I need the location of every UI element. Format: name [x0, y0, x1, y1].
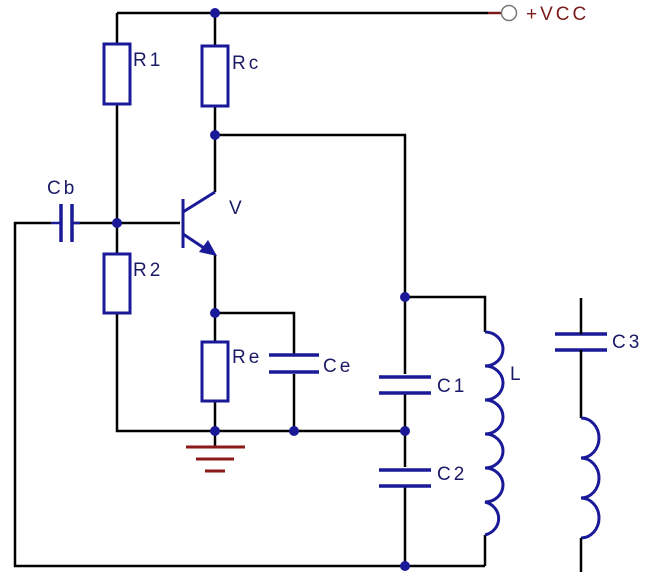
feedback-loop — [13, 221, 485, 568]
re-resistor — [200, 340, 230, 403]
cb-capacitor — [51, 204, 80, 242]
cb-label: Cb — [47, 178, 77, 199]
re-label: Re — [232, 347, 262, 368]
r2-bottom-lead — [115, 313, 405, 433]
c3-label: C3 — [612, 332, 642, 353]
v-label: V — [229, 198, 245, 219]
npn-transistor-icon — [181, 190, 217, 256]
c1-capacitor — [379, 375, 431, 395]
c1-label: C1 — [437, 376, 467, 397]
junction-dot — [210, 8, 220, 18]
junction-dot — [210, 308, 220, 318]
ground-icon — [186, 445, 245, 473]
rc-resistor — [200, 44, 230, 108]
r1-resistor — [102, 42, 132, 106]
collector-tank-wire — [215, 133, 407, 374]
c3-capacitor — [555, 332, 607, 352]
junction-dot — [210, 130, 220, 140]
l-label: L — [510, 364, 524, 385]
ce-label: Ce — [323, 356, 353, 377]
ce-capacitor — [269, 353, 319, 374]
rc-label: Rc — [232, 53, 261, 74]
l-top-lead — [405, 295, 487, 332]
junction-dots — [112, 8, 410, 571]
c2-label: C2 — [437, 464, 467, 485]
vcc-label: +VCC — [526, 4, 589, 25]
r2-label: R2 — [133, 260, 163, 281]
l-inductor — [484, 330, 505, 537]
vcc-terminal-icon — [500, 4, 518, 22]
c3-coil — [580, 416, 601, 540]
junction-dot — [112, 218, 122, 228]
junction-dot — [400, 561, 410, 571]
ce-top-lead — [215, 311, 296, 354]
wires — [13, 11, 488, 568]
r2-resistor — [102, 252, 132, 315]
junction-dot — [400, 426, 410, 436]
junction-dot — [210, 426, 220, 436]
junction-dot — [289, 426, 299, 436]
c2-capacitor — [379, 468, 431, 488]
junction-dot — [400, 292, 410, 302]
r1-label: R1 — [133, 50, 163, 71]
